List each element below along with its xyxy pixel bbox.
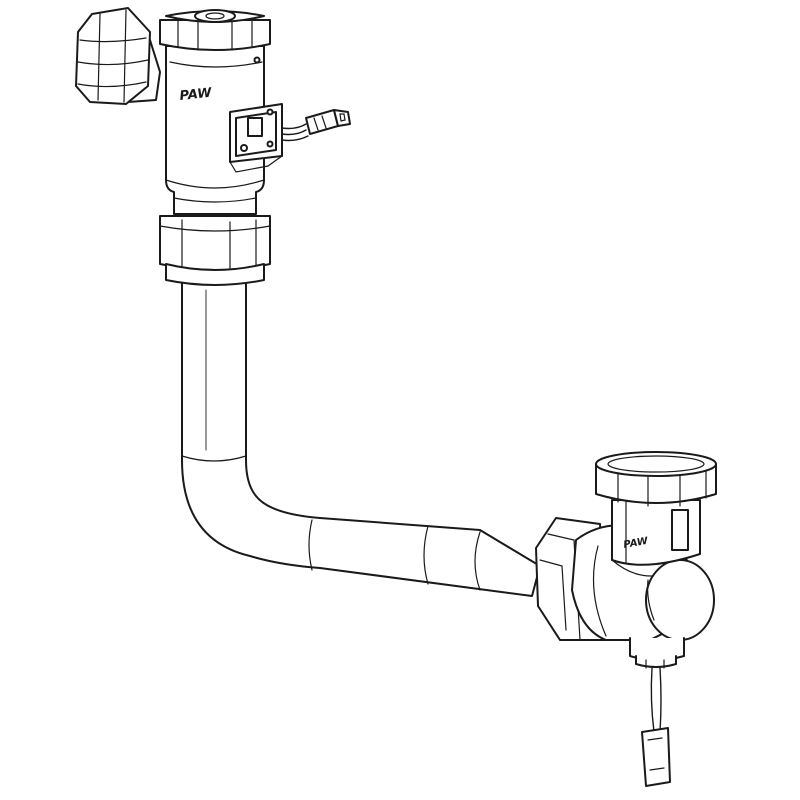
connecting-pipe xyxy=(181,281,541,597)
sensor-cable-connector xyxy=(281,109,351,142)
paw-logo-upper-text: PAW xyxy=(179,86,213,104)
valve-round-cap xyxy=(645,559,715,641)
lower-fitting: PAW xyxy=(535,451,717,787)
lower-sensor-cable xyxy=(641,667,671,787)
paw-logo-upper: PAW xyxy=(179,86,213,104)
side-union-nut xyxy=(75,7,161,105)
upper-fitting: PAW xyxy=(75,7,351,286)
lower-sensor-nipple xyxy=(629,637,685,669)
sensor-bracket xyxy=(229,103,283,173)
lower-top-nut xyxy=(595,451,717,507)
valve-riser xyxy=(611,499,701,566)
paw-logo-lower: PAW xyxy=(623,536,650,551)
top-cap xyxy=(159,9,271,51)
paw-logo-lower-text: PAW xyxy=(623,536,650,551)
upper-union-nut xyxy=(159,215,271,286)
